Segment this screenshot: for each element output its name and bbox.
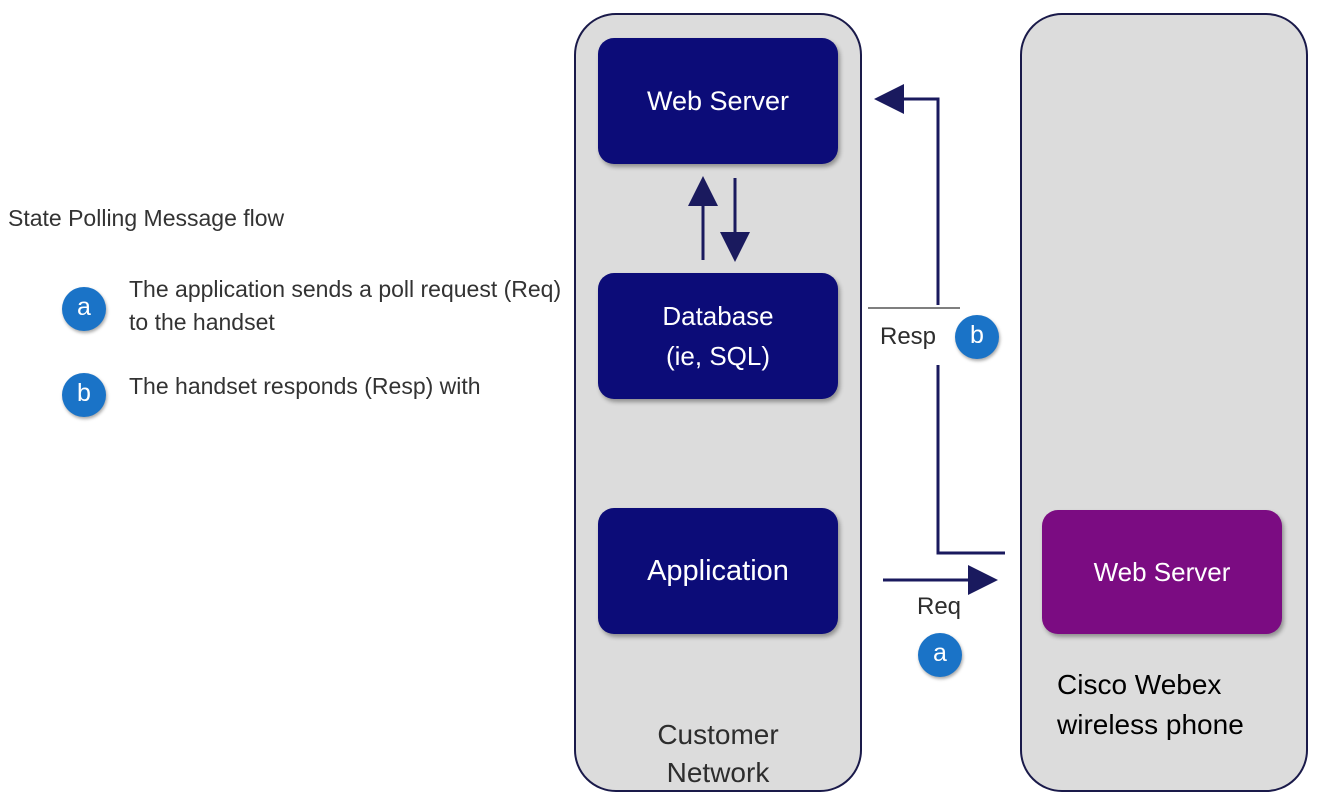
web-server-label: Web Server	[646, 85, 790, 116]
legend-item-a: a The application sends a poll request (…	[62, 273, 562, 343]
application-box: Application	[598, 508, 838, 634]
legend-item-b-text: The handset responds (Resp) with	[129, 373, 481, 399]
phone-panel	[1020, 13, 1308, 792]
resp-badge-icon: b	[955, 315, 999, 359]
resp-label: Resp	[880, 323, 937, 350]
legend-item-a-text: The application sends a poll request (Re…	[129, 276, 562, 335]
database-box: Database (ie, SQL)	[598, 273, 838, 399]
badge-b-icon: b	[62, 373, 106, 417]
legend-item-b: b The handset responds (Resp) with	[62, 370, 562, 420]
application-label: Application	[647, 554, 789, 587]
req-badge-icon: a	[918, 633, 962, 677]
database-sublabel: (ie, SQL)	[665, 341, 771, 371]
web-server-box: Web Server	[598, 38, 838, 164]
req-label: Req	[917, 593, 962, 620]
resp-upper-arrow	[874, 84, 940, 305]
phone-label: Cisco Webex wireless phone	[1057, 669, 1244, 740]
phone-web-server-box: Web Server	[1042, 510, 1282, 634]
resp-lower-line	[936, 365, 1005, 555]
phone-web-server-label: Web Server	[1093, 556, 1231, 587]
customer-network-label: Customer Network	[657, 719, 779, 788]
badge-a-icon: a	[62, 287, 106, 331]
legend-title: State Polling Message flow	[8, 205, 285, 231]
database-label: Database	[662, 301, 774, 331]
